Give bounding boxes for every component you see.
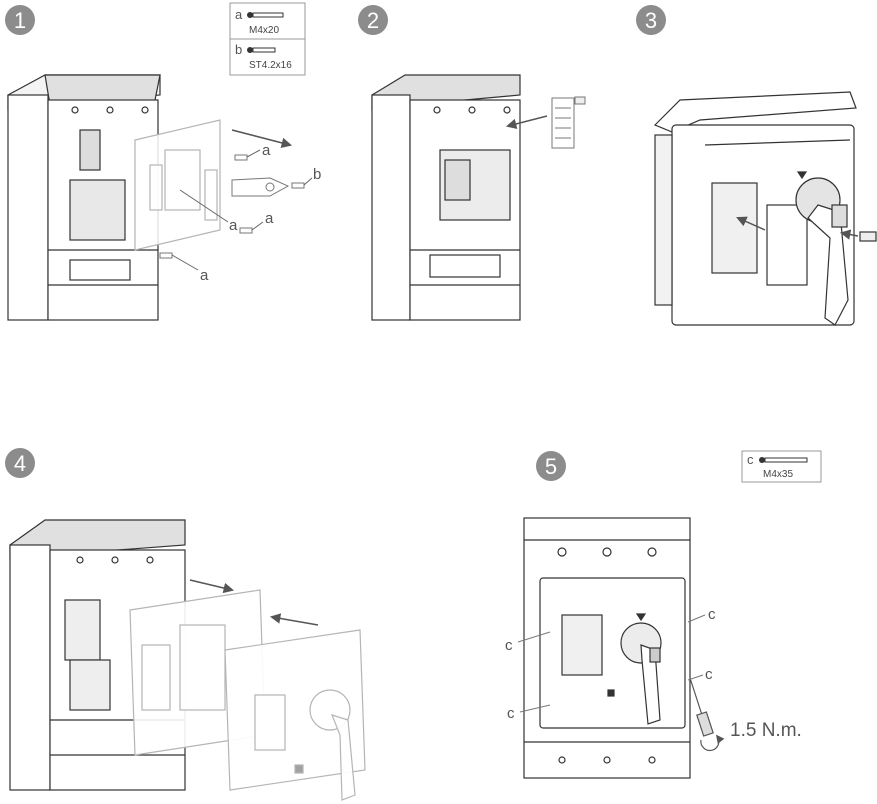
screw-spec-box-c: c M4x35 bbox=[741, 450, 822, 483]
step-2-badge: 2 bbox=[358, 5, 388, 35]
arrow-remove-plate bbox=[231, 129, 293, 148]
svg-text:4: 4 bbox=[14, 451, 26, 476]
spec-a-letter: a bbox=[235, 7, 243, 22]
rotary-cover-4-ghost bbox=[224, 629, 366, 801]
arrow-label-3b bbox=[839, 229, 859, 240]
callout-a-4: a bbox=[200, 267, 209, 284]
step-1-badge: 1 bbox=[5, 5, 35, 35]
callout-a-2: a bbox=[265, 210, 274, 227]
screw-b-icon bbox=[247, 47, 276, 53]
callout-a-1: a bbox=[262, 142, 271, 159]
front-plate-1-ghost bbox=[134, 119, 221, 251]
loose-parts-1 bbox=[159, 154, 305, 259]
callout-c-4: c bbox=[705, 666, 713, 683]
breaker-assembled-5 bbox=[523, 517, 691, 779]
breaker-2 bbox=[371, 74, 521, 321]
step-4-badge: 4 bbox=[5, 448, 35, 478]
svg-text:1: 1 bbox=[14, 8, 26, 33]
screw-c-icon bbox=[759, 457, 808, 463]
spec-b-size: ST4.2x16 bbox=[249, 60, 292, 71]
callout-a-3: a bbox=[229, 217, 238, 234]
spec-c-letter: c bbox=[747, 452, 754, 467]
callout-lines-1 bbox=[171, 149, 313, 271]
step-5-badge: 5 bbox=[536, 451, 566, 481]
callout-lines-5 bbox=[517, 614, 706, 713]
arrow-cover-4 bbox=[269, 613, 319, 626]
label-card-2 bbox=[551, 96, 586, 149]
arrow-plate-4 bbox=[189, 579, 235, 594]
callout-c-2: c bbox=[507, 705, 515, 722]
spec-b-letter: b bbox=[235, 42, 242, 57]
screw-tool-5 bbox=[689, 677, 725, 752]
breaker-1 bbox=[7, 74, 161, 321]
callout-b-1: b bbox=[313, 166, 321, 183]
torque-label: 1.5 N.m. bbox=[730, 720, 802, 741]
step-3-badge: 3 bbox=[636, 5, 666, 35]
callout-c-3: c bbox=[708, 606, 716, 623]
spec-a-size: M4x20 bbox=[249, 25, 279, 36]
arrow-label-3a bbox=[736, 216, 766, 231]
screw-a-icon bbox=[247, 12, 284, 18]
svg-text:5: 5 bbox=[545, 454, 557, 479]
rotary-handle-cover-3 bbox=[653, 91, 877, 326]
spec-c-size: M4x35 bbox=[763, 469, 793, 480]
arrow-label-2 bbox=[505, 115, 548, 129]
svg-text:2: 2 bbox=[367, 8, 379, 33]
screw-spec-box-ab: a M4x20 b ST4.2x16 bbox=[229, 2, 306, 76]
svg-text:3: 3 bbox=[645, 8, 657, 33]
callout-c-1: c bbox=[505, 637, 513, 654]
